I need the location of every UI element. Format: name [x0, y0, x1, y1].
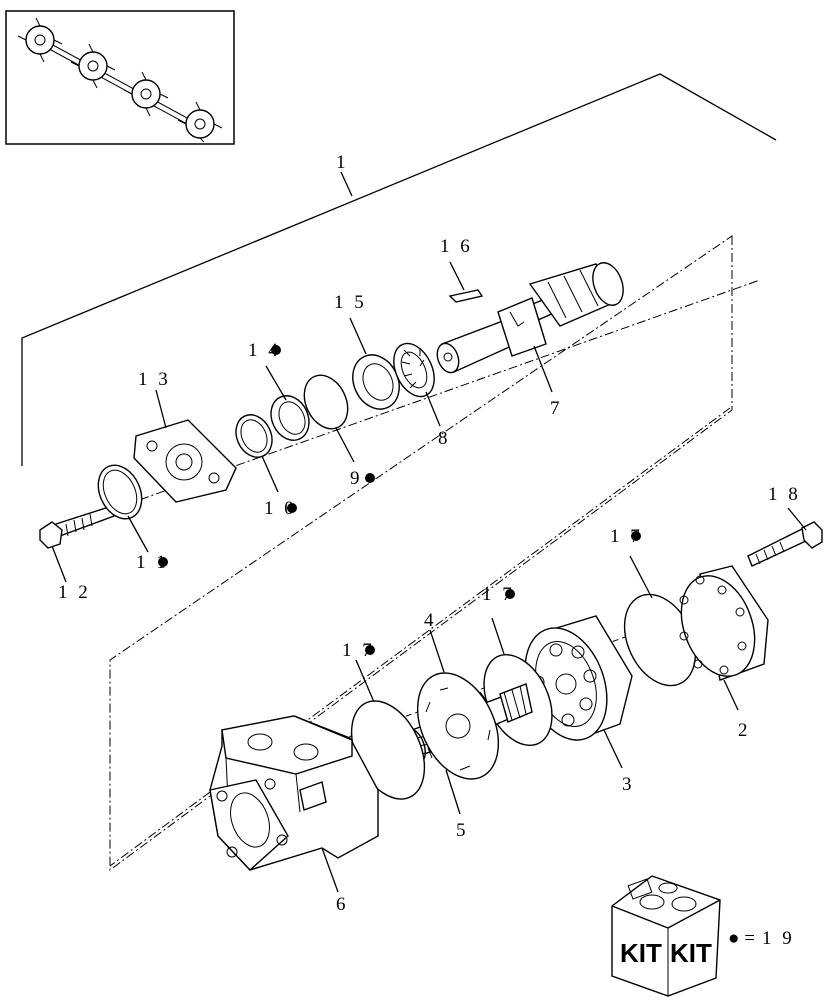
kit-legend-number: 1 9: [762, 928, 795, 949]
kit-box-icon: KIT KIT: [611, 875, 721, 997]
bullet-dot-icon: [365, 645, 375, 655]
kit-bullet-dots: [158, 345, 641, 655]
callout-17-mid: 1 7: [482, 584, 515, 605]
callout-11: 1 1: [136, 552, 169, 573]
callout-7: 7: [550, 398, 563, 419]
callout-12: 1 2: [58, 582, 91, 603]
flange-13: [133, 419, 237, 503]
kit-legend-symbol: ● =: [728, 928, 755, 949]
callout-18: 1 8: [768, 484, 801, 505]
callout-15: 1 5: [334, 292, 367, 313]
bullet-dot-icon: [287, 503, 297, 513]
bolt-12: [39, 505, 115, 549]
bullet-dot-icon: [505, 589, 515, 599]
bolt-18: [747, 521, 823, 567]
seal-10: [235, 414, 273, 458]
callout-17-top: 1 7: [610, 526, 643, 547]
bullet-dot-icon: [158, 557, 168, 567]
kit-box-label-left: KIT: [620, 938, 662, 968]
bullet-dot-icon: [271, 345, 281, 355]
assembly-bracket: [21, 73, 777, 466]
key-16: [448, 289, 484, 303]
ring-14: [270, 395, 310, 441]
callout-3: 3: [622, 774, 635, 795]
assembly-outline: [109, 235, 733, 871]
callout-16: 1 6: [440, 236, 473, 257]
callout-8: 8: [438, 428, 451, 449]
wear-plate-4: [416, 672, 500, 780]
callout-5: 5: [456, 820, 469, 841]
shaft-7: [436, 262, 624, 374]
bullet-dot-icon: [365, 473, 375, 483]
callout-9: 9: [350, 468, 363, 489]
kit-box-label-right: KIT: [670, 938, 712, 968]
o-ring-9: [303, 374, 349, 430]
thumbnail-assembly-icon: [5, 10, 235, 145]
callout-4: 4: [424, 610, 437, 631]
callout-17-low: 1 7: [342, 640, 375, 661]
o-ring-11: [97, 464, 143, 520]
callout-6: 6: [336, 894, 349, 915]
callout-1: 1: [336, 152, 349, 173]
callout-14: 1 4: [248, 340, 281, 361]
bullet-dot-icon: [631, 531, 641, 541]
callout-labels: 1 2 3 4 5 6 7 8 9 1 0 1 1 1 2 1 3 1 4 1 …: [58, 152, 801, 915]
housing-6: [209, 715, 379, 871]
thrust-bearing-8: [393, 342, 435, 398]
callout-13: 1 3: [138, 369, 171, 390]
callout-10: 1 0: [264, 498, 297, 519]
callout-2: 2: [738, 720, 751, 741]
end-cap-2: [679, 565, 769, 681]
